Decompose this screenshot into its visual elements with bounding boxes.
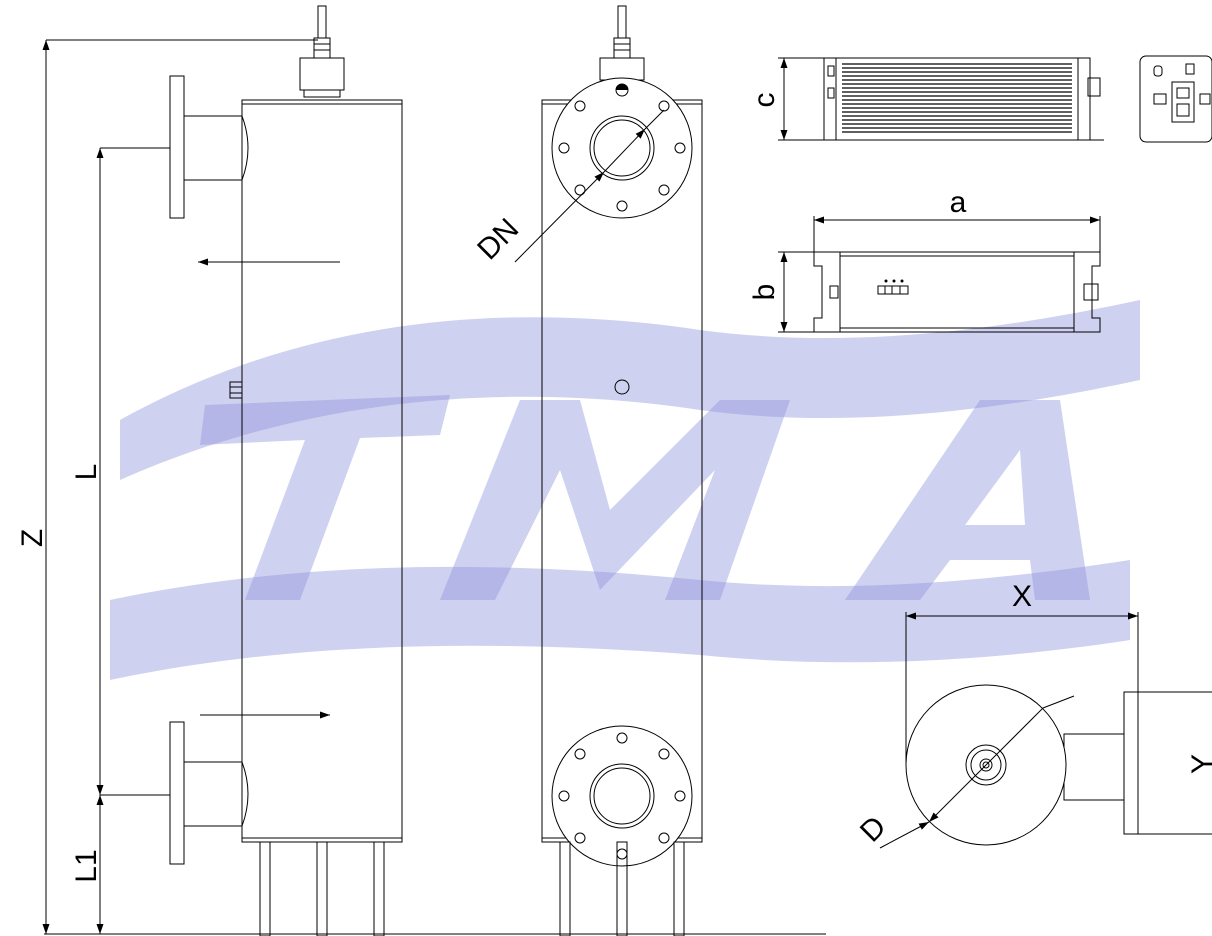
side-top-flange [169, 75, 185, 219]
side-outlet-pipe [183, 761, 243, 827]
side-bottom-flange [169, 721, 185, 865]
front-view: DN [471, 5, 703, 936]
control-box-side-view: c [748, 57, 1104, 141]
side-lamp-cap [299, 57, 345, 91]
dim-x-label: X [1012, 580, 1032, 613]
front-bottom-flange [551, 725, 693, 867]
side-cable [317, 5, 327, 39]
dim-d-line [879, 821, 930, 849]
side-leg-1 [259, 841, 271, 936]
dim-dn-line [514, 171, 605, 263]
dim-l1-label: L1 [70, 849, 103, 882]
side-inlet-pipe [183, 115, 243, 181]
side-cable-gland [313, 37, 331, 59]
dimensions-side: Z L L1 [16, 39, 826, 935]
dim-b-label: b [748, 284, 781, 301]
dim-z-label: Z [16, 529, 49, 547]
control-box-top-view: a b [748, 186, 1101, 333]
front-center-port [614, 379, 630, 395]
side-drain-plug [229, 381, 243, 399]
dim-a-label: a [950, 186, 967, 219]
dim-c-label: c [748, 93, 781, 108]
side-leg-3 [373, 841, 385, 936]
dim-d-label: D [854, 810, 893, 849]
front-top-flange [551, 77, 693, 219]
side-leg-2 [316, 841, 328, 936]
dim-l-label: L [70, 464, 103, 481]
dim-y-label: Y [1186, 754, 1212, 774]
control-box-end-view [1139, 55, 1212, 143]
side-view [169, 5, 403, 936]
top-view: X Y D [854, 580, 1212, 849]
watermark-logo [110, 300, 1140, 680]
dim-dn-label: DN [471, 212, 525, 266]
